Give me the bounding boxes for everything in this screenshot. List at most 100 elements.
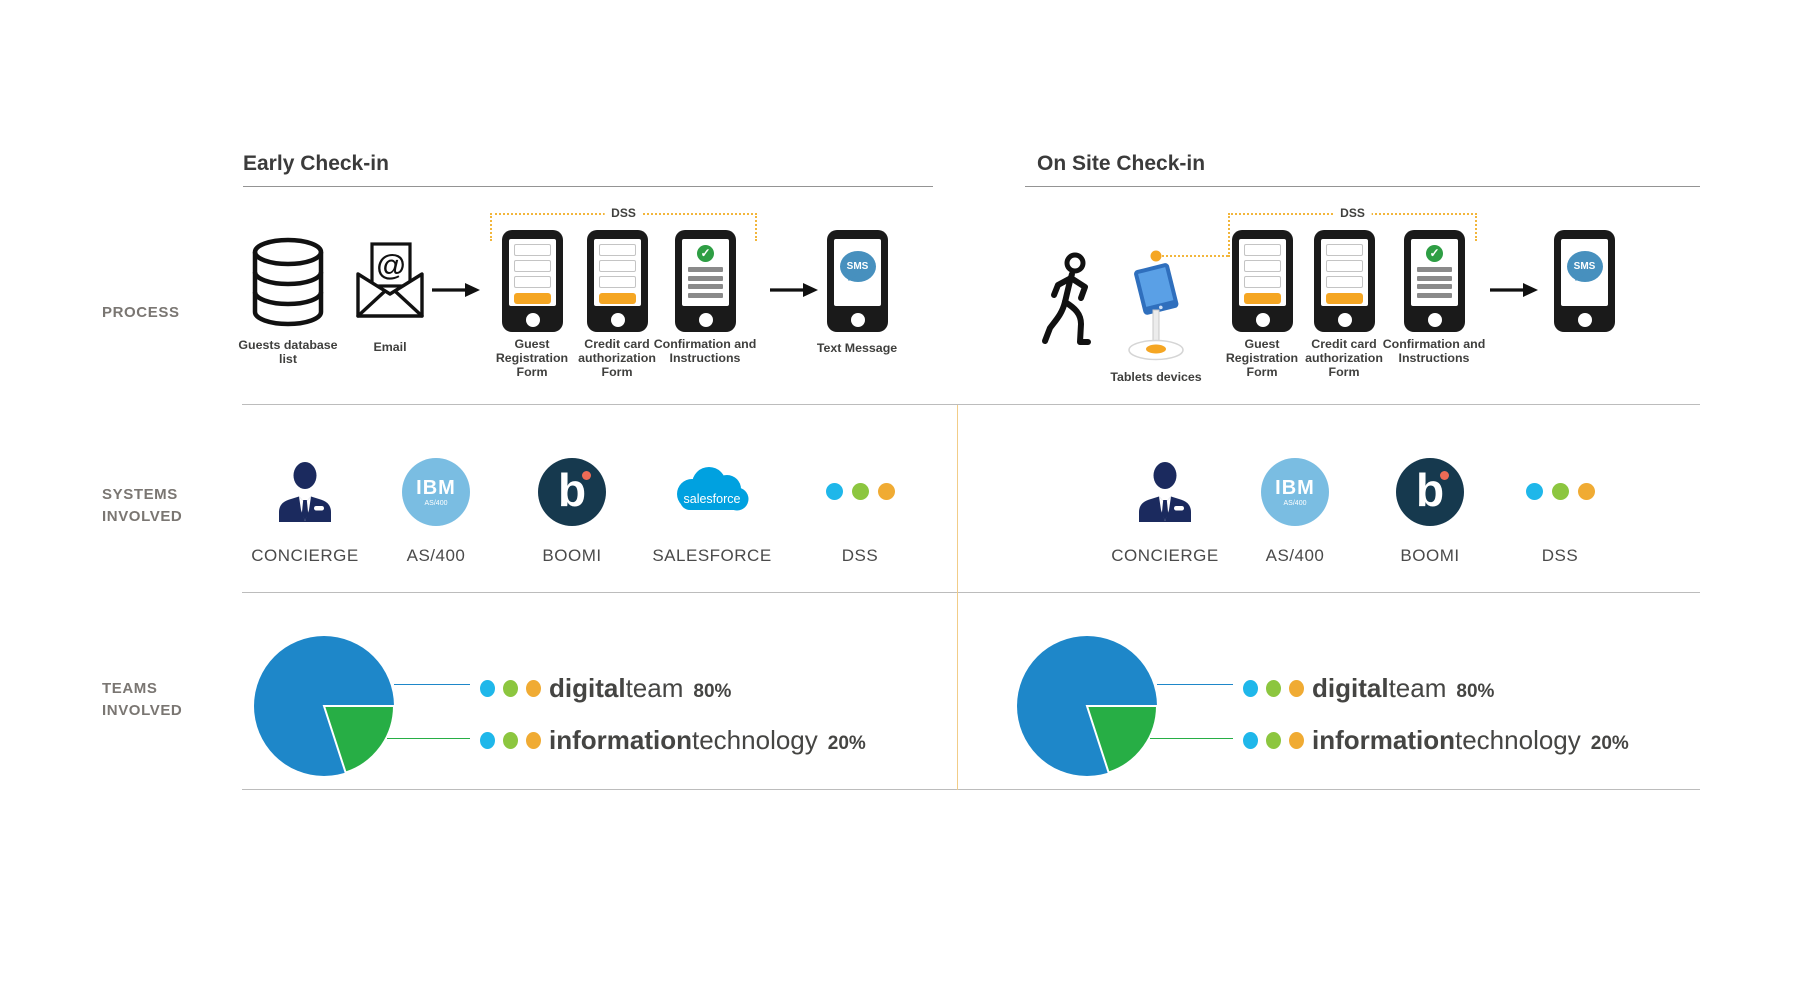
sms-bubble-icon: SMS: [1566, 251, 1603, 289]
caption-guests-database: Guests database list: [238, 338, 338, 366]
dss-bracket-label: DSS: [604, 206, 643, 220]
phone-screen-form: [509, 239, 556, 306]
dss-dots-icon: [826, 483, 895, 500]
text-bar: [1417, 275, 1452, 281]
form-field: [1244, 260, 1281, 272]
phone-confirmation: ✓: [675, 230, 736, 332]
legend-dots-it-onsite: [1243, 732, 1304, 749]
phone-screen-sms: SMS: [1561, 239, 1608, 306]
legend-dots-digital: [480, 680, 541, 697]
caption-guest-registration: Guest Registration Form: [495, 337, 569, 379]
form-submit-button: [599, 293, 636, 304]
legend-digitalteam: digitalteam 80%: [549, 671, 731, 709]
phone-home-button: [525, 313, 540, 327]
phone-home-button: [850, 313, 865, 327]
form-field: [1244, 276, 1281, 288]
legend-digital-bold: digital: [1312, 673, 1389, 703]
system-label-as400-onsite: AS/400: [1265, 546, 1325, 565]
row-label-systems: SYSTEMS INVOLVED: [102, 484, 182, 528]
phone-guest-registration-onsite: [1232, 230, 1293, 332]
legend-information-bold: information: [549, 725, 692, 755]
dss-bracket-right-corner: [1475, 213, 1477, 241]
divider-vertical-split: [957, 405, 958, 790]
phone-home-button: [610, 313, 625, 327]
pie-callout-line-digital: [394, 684, 470, 685]
pie-callout-line-digital-onsite: [1157, 684, 1233, 685]
early-checkin-title: Early Check-in: [243, 152, 389, 175]
dss-dot-orange: [878, 483, 895, 500]
system-label-dss: DSS: [841, 546, 879, 565]
form-field: [514, 276, 551, 288]
text-bar: [688, 292, 723, 298]
teams-pie-chart-early: [244, 626, 404, 791]
concierge-icon-onsite: [1136, 462, 1194, 527]
legend-digital-pct: 80%: [693, 681, 732, 702]
dss-dot-cyan: [826, 483, 843, 500]
arrow-email-to-forms-icon: [432, 281, 480, 299]
phone-text-message: SMS: [827, 230, 888, 332]
boomi-dot-icon: [1440, 471, 1449, 480]
arrow-forms-to-sms-onsite-icon: [1490, 281, 1538, 299]
ibm-logo-text: IBM: [416, 476, 456, 499]
legend-team-regular: team: [625, 673, 684, 703]
legend-dot-cyan: [480, 680, 495, 697]
caption-credit-card-onsite: Credit card authorization Form: [1305, 337, 1383, 379]
legend-information-bold: information: [1312, 725, 1455, 755]
legend-dot-green: [1266, 680, 1281, 697]
row-label-teams-line1: TEAMS: [102, 680, 158, 697]
phone-guest-registration: [502, 230, 563, 332]
legend-dot-cyan: [1243, 680, 1258, 697]
form-field: [514, 260, 551, 272]
legend-dot-green: [1266, 732, 1281, 749]
check-icon: ✓: [1426, 245, 1443, 262]
concierge-icon: [276, 462, 334, 527]
phone-home-button: [1337, 313, 1352, 327]
arrow-forms-to-sms-icon: [770, 281, 818, 299]
text-bar: [688, 284, 723, 289]
row-label-teams: TEAMS INVOLVED: [102, 678, 182, 722]
tablet-kiosk-icon: [1124, 244, 1188, 367]
onsite-title-underline: [1025, 186, 1700, 187]
phone-confirmation-onsite: ✓: [1404, 230, 1465, 332]
form-field: [1326, 244, 1363, 256]
ibm-as400-subtext: AS/400: [1283, 499, 1307, 507]
boomi-logo-onsite: b: [1396, 458, 1464, 526]
boomi-logo: b: [538, 458, 606, 526]
legend-dot-orange: [526, 732, 541, 749]
dss-bracket-left-corner: [1228, 213, 1230, 257]
divider-systems-teams: [242, 592, 1700, 593]
legend-dot-orange: [1289, 680, 1304, 697]
dss-bracket-left-corner: [490, 213, 492, 241]
text-bar: [1417, 292, 1452, 298]
legend-digital-bold: digital: [549, 673, 626, 703]
walking-person-icon: [1038, 252, 1102, 357]
email-icon: @: [350, 242, 430, 325]
text-bar: [688, 275, 723, 281]
caption-confirmation-onsite: Confirmation and Instructions: [1382, 337, 1486, 365]
row-label-systems-line2: INVOLVED: [102, 508, 183, 525]
legend-dots-digital-onsite: [1243, 680, 1304, 697]
ibm-as400-logo: IBM AS/400: [402, 458, 470, 526]
system-label-boomi-onsite: BOOMI: [1400, 546, 1460, 565]
phone-home-button: [1577, 313, 1592, 327]
boomi-letter: b: [1415, 464, 1445, 516]
system-label-boomi: BOOMI: [542, 546, 602, 565]
dss-dot-green: [1552, 483, 1569, 500]
form-submit-button: [1244, 293, 1281, 304]
pie-callout-line-it-onsite: [1150, 738, 1233, 739]
phone-screen-form: [594, 239, 641, 306]
phone-screen-sms: SMS: [834, 239, 881, 306]
text-bar: [1417, 267, 1452, 272]
caption-credit-card: Credit card authorization Form: [578, 337, 656, 379]
ibm-logo-text: IBM: [1275, 476, 1315, 499]
row-label-process: PROCESS: [102, 304, 180, 321]
legend-dot-green: [503, 680, 518, 697]
dss-dot-cyan: [1526, 483, 1543, 500]
boomi-letter: b: [557, 464, 587, 516]
sms-bubble-text: SMS: [1566, 251, 1603, 282]
svg-text:@: @: [376, 249, 405, 282]
text-bar: [688, 267, 723, 272]
form-field: [1326, 276, 1363, 288]
